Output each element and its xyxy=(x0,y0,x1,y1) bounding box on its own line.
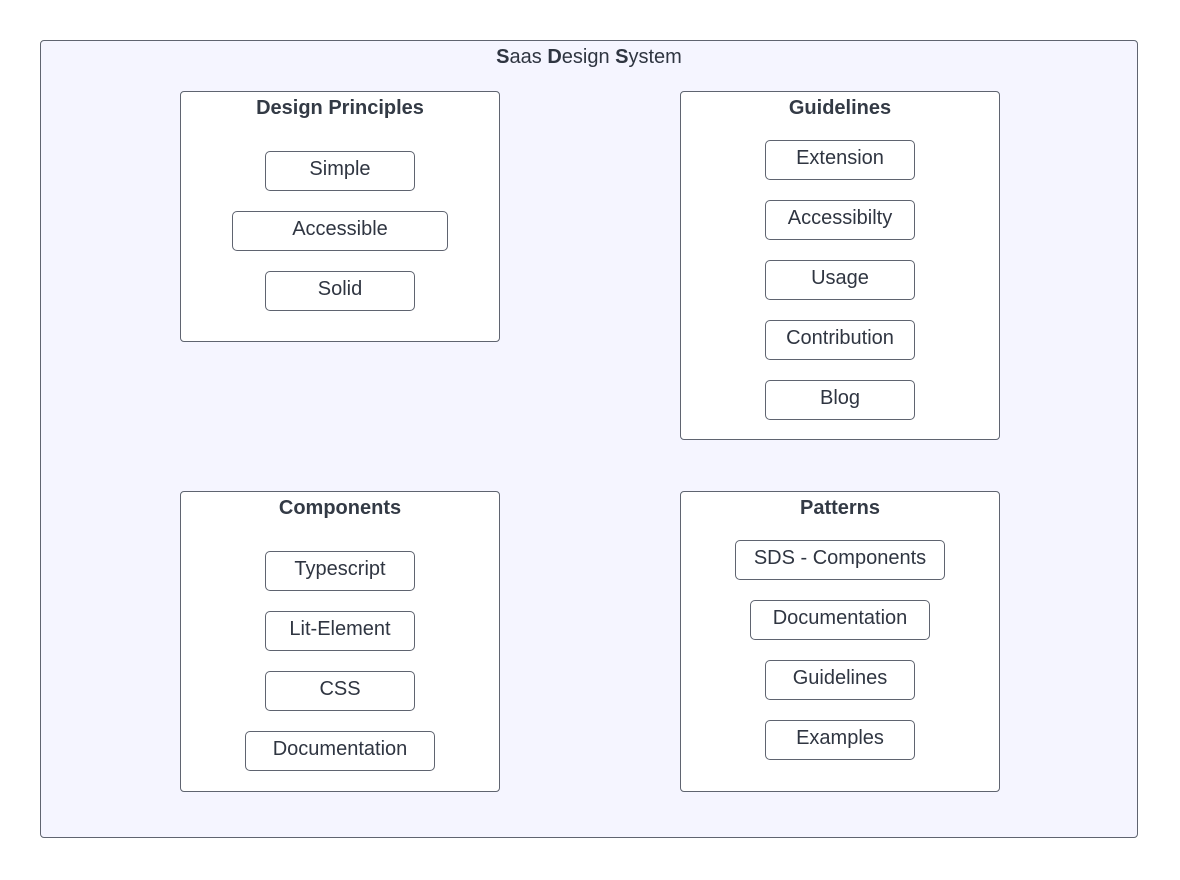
node-simple[interactable]: Simple xyxy=(265,151,415,191)
node-usage[interactable]: Usage xyxy=(765,260,915,300)
node-sds-components[interactable]: SDS - Components xyxy=(735,540,945,580)
node-blog[interactable]: Blog xyxy=(765,380,915,420)
node-solid[interactable]: Solid xyxy=(265,271,415,311)
title-part: D xyxy=(547,46,562,68)
node-guidelines[interactable]: Guidelines xyxy=(765,660,915,700)
title-part: ystem xyxy=(628,46,682,68)
node-documentation[interactable]: Documentation xyxy=(245,731,435,771)
node-contribution[interactable]: Contribution xyxy=(765,320,915,360)
node-documentation[interactable]: Documentation xyxy=(750,600,930,640)
node-css[interactable]: CSS xyxy=(265,671,415,711)
node-lit-element[interactable]: Lit-Element xyxy=(265,611,415,651)
node-extension[interactable]: Extension xyxy=(765,140,915,180)
node-typescript[interactable]: Typescript xyxy=(265,551,415,591)
title-part: S xyxy=(496,46,510,68)
title-part: S xyxy=(615,46,629,68)
title-part: esign xyxy=(561,46,616,68)
patterns-title: Patterns xyxy=(799,497,881,519)
node-accessible[interactable]: Accessible xyxy=(232,211,448,251)
node-examples[interactable]: Examples xyxy=(765,720,915,760)
guidelines-title: Guidelines xyxy=(788,97,892,119)
title-part: aas xyxy=(509,46,548,68)
components-title: Components xyxy=(278,497,402,519)
diagram-title: Saas Design System xyxy=(41,45,1137,69)
node-accessibility[interactable]: Accessibilty xyxy=(765,200,915,240)
design-principles-title: Design Principles xyxy=(256,97,424,119)
